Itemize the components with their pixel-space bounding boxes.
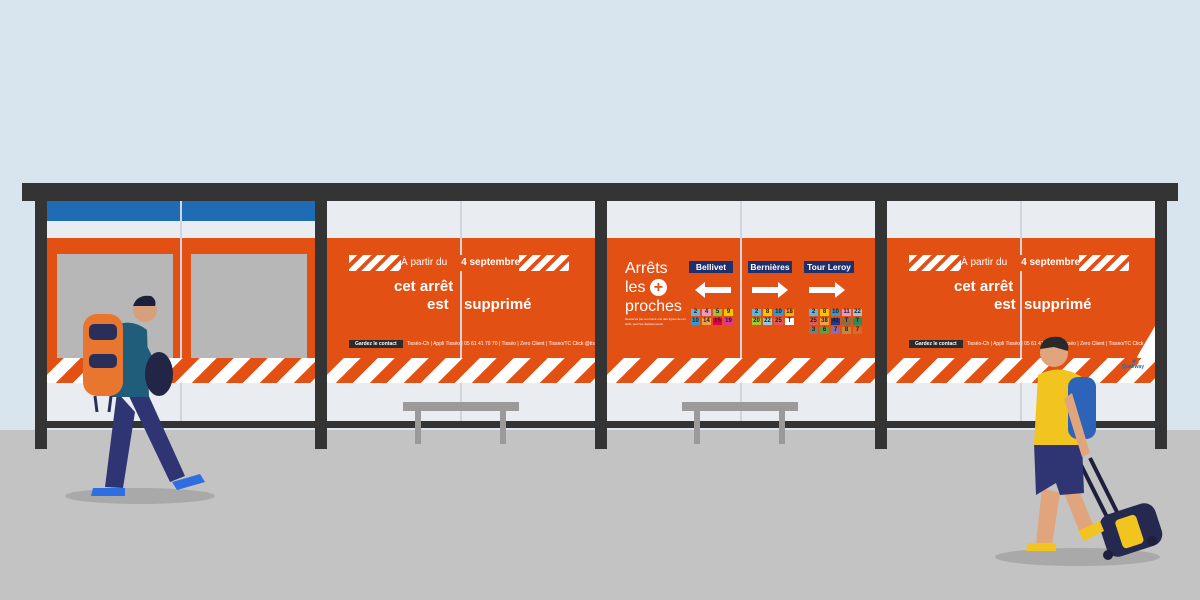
- shelter-base-rail: [35, 421, 1167, 428]
- shelter-post: [35, 199, 47, 449]
- notice-date-banner: À partir du 4 septembre: [909, 255, 1129, 271]
- line-badge: 7: [831, 327, 840, 334]
- line-badge: 3: [809, 327, 818, 334]
- date-label: 4 septembre: [461, 257, 521, 268]
- line-badge: 41: [831, 318, 840, 325]
- line-badge: 25: [809, 318, 818, 325]
- plus-icon: +: [649, 279, 667, 297]
- line-badge: 19: [724, 318, 733, 325]
- notice-line-1: cet arrêt: [394, 278, 454, 295]
- ground: [0, 430, 1200, 600]
- line-badge: 5: [713, 309, 722, 316]
- nearby-title: Arrêts les + proches: [625, 259, 682, 316]
- line-badge: 25: [774, 318, 783, 325]
- arrow-left-icon: [695, 282, 731, 298]
- line-badge: 38: [820, 318, 829, 325]
- line-badge: 2: [752, 309, 761, 316]
- bench: [403, 402, 519, 411]
- line-badge: 6: [820, 327, 829, 334]
- line-badge: 2: [691, 309, 700, 316]
- shelter-post: [315, 199, 327, 449]
- arrow-right-icon: [809, 282, 845, 298]
- line-badge: 7: [853, 327, 862, 334]
- arrow-right-icon: [752, 282, 788, 298]
- date-label: 4 septembre: [1021, 257, 1081, 268]
- tram-window: [191, 254, 307, 359]
- notice-date-text: À partir du 4 septembre: [401, 255, 521, 271]
- line-badge: 14: [702, 318, 711, 325]
- shelter-roof: [22, 183, 1178, 201]
- line-badge: 8: [763, 309, 772, 316]
- hazard-stripes: [887, 358, 1155, 383]
- nearby-title-1: Arrêts: [625, 260, 668, 277]
- glass-divider: [180, 201, 182, 427]
- shelter-post: [595, 199, 607, 449]
- stop-name-bellivet: Bellivet: [689, 261, 733, 273]
- line-badge: T: [785, 318, 794, 325]
- notice-line-2a: est: [994, 296, 1016, 313]
- from-label: À partir du: [401, 257, 448, 268]
- from-label: À partir du: [961, 257, 1008, 268]
- bench-leg: [415, 411, 421, 444]
- shelter-post: [875, 199, 887, 449]
- line-badge: 9: [724, 309, 733, 316]
- hazard-stripes: [327, 358, 595, 383]
- bench-leg: [500, 411, 506, 444]
- bench: [682, 402, 798, 411]
- line-badge: 8: [842, 327, 851, 334]
- shelter-post: [1155, 199, 1167, 449]
- nearby-title-3: proches: [625, 298, 682, 315]
- line-badge: 18: [785, 309, 794, 316]
- notice-line-2a: est: [427, 296, 449, 313]
- line-badge: 10: [831, 309, 840, 316]
- nearby-note: Desservis par au moins une des lignes de…: [625, 317, 686, 326]
- contact-text: Tisséo-Ch | Appli Tisséo | 05 61 41 70 7…: [406, 341, 595, 347]
- glass-divider: [1020, 201, 1022, 427]
- line-badge: T: [842, 318, 851, 325]
- stop-name-tour-leroy: Tour Leroy: [804, 261, 854, 273]
- line-badge: 10: [691, 318, 700, 325]
- line-badge: 22: [763, 318, 772, 325]
- notice-line-2b: supprimé: [464, 296, 532, 313]
- panel-nearby-stops: Arrêts les + proches Desservis par au mo…: [607, 201, 875, 427]
- line-badge: 11: [842, 309, 851, 316]
- hazard-stripes: [607, 358, 875, 383]
- line-badge: T: [853, 318, 862, 325]
- line-badge: 2: [809, 309, 818, 316]
- line-badge: 4: [702, 309, 711, 316]
- stop-name-bernieres: Bernières: [748, 261, 792, 273]
- panel-notice: À partir du 4 septembre cet arrêt est sup…: [327, 201, 595, 427]
- line-badge: 15: [713, 318, 722, 325]
- traveler-figure: [1026, 336, 1163, 560]
- contact-label: Gardez le contact: [909, 340, 963, 348]
- notice-date-banner: À partir du 4 septembre: [349, 255, 569, 271]
- panel-notice-2: À partir du 4 septembre cet arrêt est sup…: [887, 201, 1155, 427]
- bench-leg: [694, 411, 700, 444]
- nearby-title-2: les: [625, 279, 646, 296]
- logo-icon: [1129, 356, 1139, 366]
- line-badge: 8: [820, 309, 829, 316]
- glass-divider: [740, 201, 742, 427]
- glass-divider: [460, 201, 462, 427]
- line-badge: 20: [752, 318, 761, 325]
- line-badge: 10: [774, 309, 783, 316]
- line-badge: 22: [853, 309, 862, 316]
- notice-date-text: À partir du 4 septembre: [961, 255, 1081, 271]
- logo-name: Qualiway: [1122, 364, 1144, 370]
- hiker-figure: [83, 295, 205, 496]
- notice-line-1: cet arrêt: [954, 278, 1014, 295]
- contact-label: Gardez le contact: [349, 340, 403, 348]
- bench-leg: [779, 411, 785, 444]
- notice-line-2b: supprimé: [1024, 296, 1092, 313]
